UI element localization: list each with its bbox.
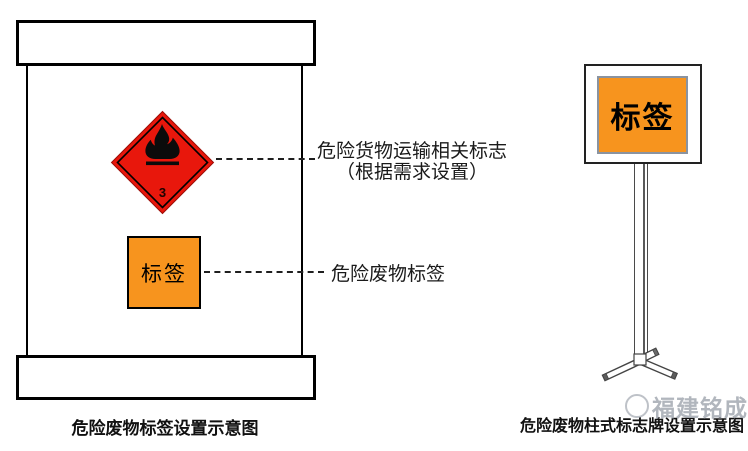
container-lid: [16, 20, 316, 66]
tripod-joint: [633, 353, 647, 366]
sign-tripod-base: [601, 347, 678, 382]
sign-board-panel: 标签: [597, 76, 688, 154]
class-3-flammable-placard: 3: [110, 110, 215, 215]
sign-board-text: 标签: [610, 102, 675, 135]
left-diagram-caption: 危险废物标签设置示意图: [71, 419, 259, 438]
annotation-transport-mark: 危险货物运输相关标志 （根据需求设置）: [312, 141, 512, 183]
annotation-transport-line2: （根据需求设置）: [335, 162, 488, 183]
hazardous-waste-label-box: 标签: [127, 236, 201, 309]
waste-label-text: 标签: [141, 262, 187, 286]
annotation-waste-label: 危险废物标签: [331, 264, 446, 285]
flame-base-bar: [146, 161, 179, 166]
leader-line-label: [204, 271, 324, 273]
flame-icon: [145, 124, 180, 159]
placard-class-number: 3: [159, 185, 166, 200]
right-diagram-caption: 危险废物柱式标志牌设置示意图: [519, 418, 744, 435]
annotation-transport-line1: 危险货物运输相关标志: [316, 141, 507, 162]
sign-post: [634, 164, 648, 358]
container-base: [16, 355, 316, 400]
leader-line-placard: [216, 158, 315, 160]
sign-post-edge: [643, 164, 645, 358]
